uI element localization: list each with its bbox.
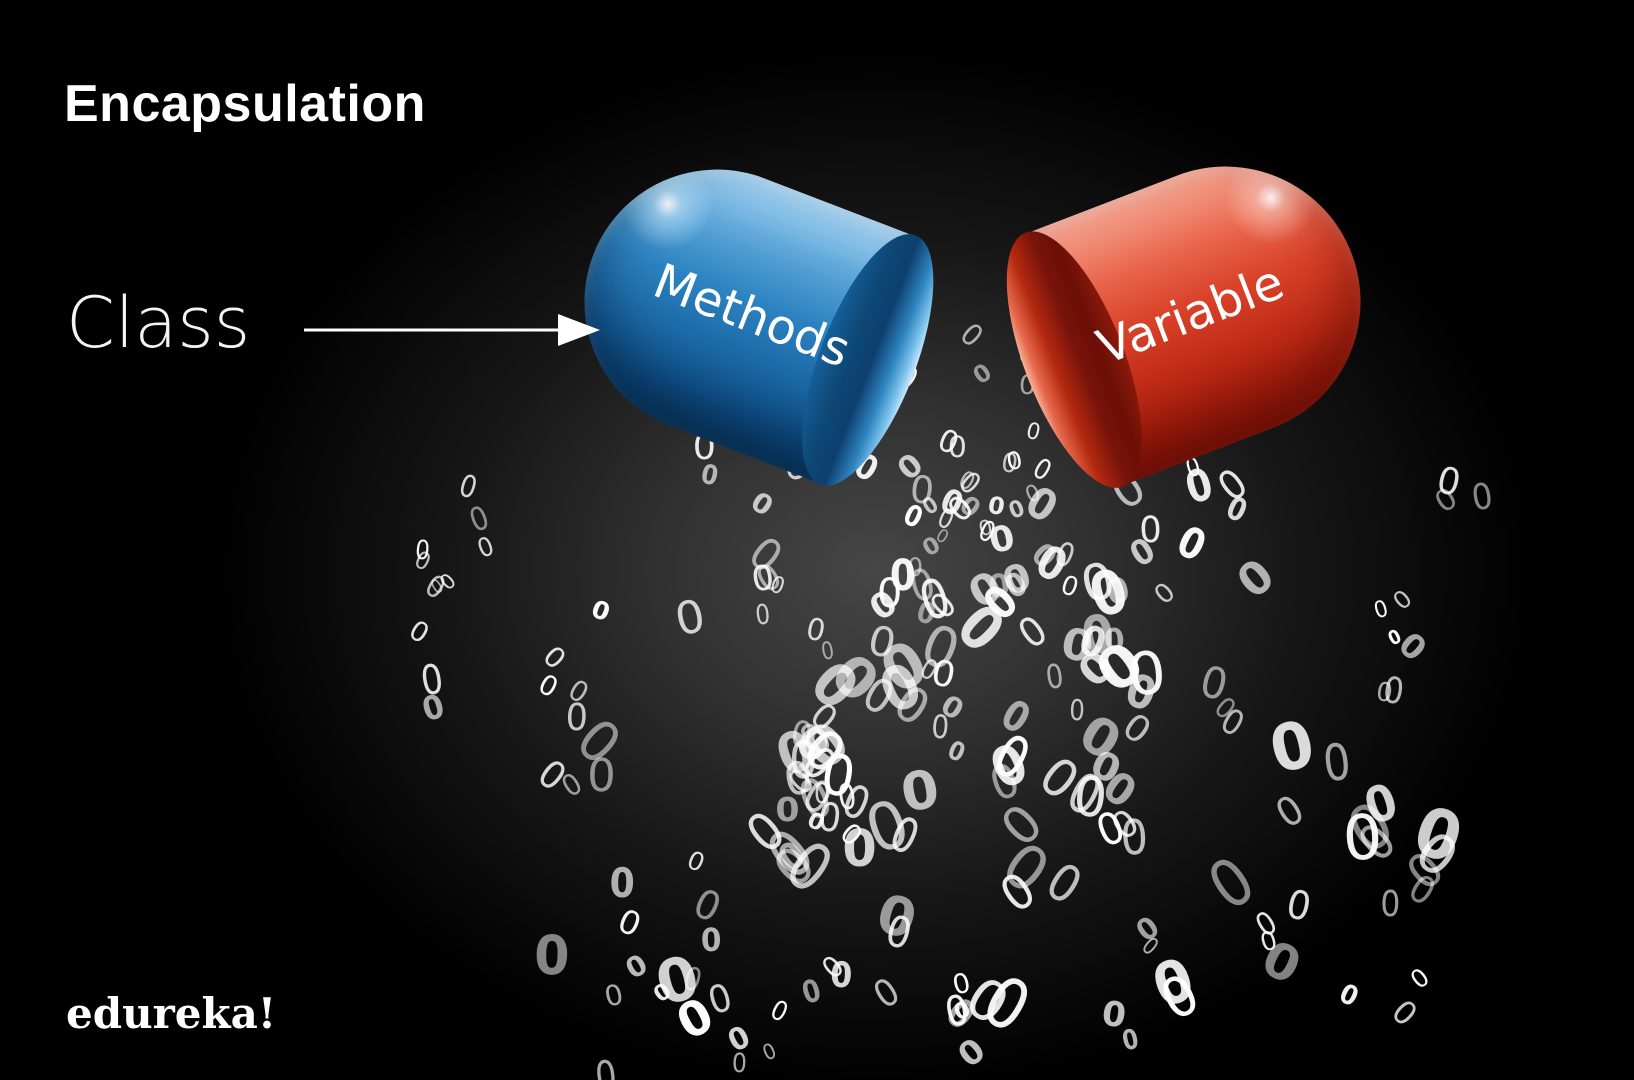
zero-digit: 0 <box>1056 570 1083 605</box>
zero-digit: 0 <box>985 490 1008 522</box>
zero-digit: 0 <box>536 639 573 677</box>
zero-digit: 0 <box>1468 475 1496 519</box>
zero-digit: 0 <box>1334 977 1364 1013</box>
zero-digit: 0 <box>951 465 988 503</box>
arrow-right-icon <box>304 314 601 346</box>
zero-digit: 0 <box>842 819 878 879</box>
zero-digit: 0 <box>1194 841 1269 926</box>
zero-digit: 0 <box>1267 786 1313 838</box>
zero-digit: 0 <box>749 558 777 601</box>
zero-digit: 0 <box>744 485 778 523</box>
zero-digit: 0 <box>1148 576 1183 612</box>
zero-digit: 0 <box>967 357 997 391</box>
zero-digit: 0 <box>753 596 772 632</box>
zero-digit: 0 <box>1168 516 1213 572</box>
zero-digit: 0 <box>600 977 626 1015</box>
zero-digit: 0 <box>608 858 635 908</box>
zero-digit: 0 <box>1404 961 1435 995</box>
zero-digit: 0 <box>1320 731 1355 794</box>
zero-digit: 0 <box>721 1019 756 1060</box>
zero-digit: 0 <box>413 534 432 567</box>
zero-digit: 0 <box>532 668 563 705</box>
zero-digit: 0 <box>876 570 903 617</box>
zero-digit: 0 <box>930 707 951 747</box>
zero-digit: 0 <box>587 749 617 803</box>
zero-digit: 0 <box>592 1050 620 1080</box>
zero-digit: 0 <box>619 947 653 986</box>
zero-digit: 0 <box>947 430 967 465</box>
class-label: Class <box>66 282 251 364</box>
zero-digit: 0 <box>587 593 615 628</box>
zero-digit: 0 <box>1119 1023 1142 1058</box>
zero-digit: 0 <box>473 531 499 565</box>
zero-digit: 0 <box>1227 548 1285 609</box>
zero-digit: 0 <box>1386 583 1418 616</box>
zero-digit: 0 <box>403 614 435 650</box>
zero-digit: 0 <box>1383 624 1405 651</box>
class-pointer-group: Class <box>66 288 602 358</box>
zero-digit: 0 <box>1282 880 1316 931</box>
zero-digit: 0 <box>865 968 908 1018</box>
zero-digit: 0 <box>612 901 647 946</box>
zero-digit: 0 <box>1370 595 1392 625</box>
zero-digit: 0 <box>1220 489 1253 530</box>
edureka-logo: edureka! <box>66 989 277 1038</box>
zero-digit: 0 <box>953 316 990 355</box>
zero-digit: 0 <box>759 1038 781 1067</box>
zero-digit: 0 <box>1004 445 1025 476</box>
zero-digit: 0 <box>700 921 722 960</box>
zero-digit: 0 <box>1150 961 1211 1034</box>
zero-digit: 0 <box>533 923 571 987</box>
zero-digit: 0 <box>985 517 1020 563</box>
zero-digit: 0 <box>818 635 837 666</box>
zero-digit: 0 <box>907 467 937 514</box>
zero-digit: 0 <box>1042 655 1066 697</box>
zero-digit: 0 <box>1384 992 1425 1034</box>
zero-digit: 0 <box>1068 693 1086 728</box>
zero-digit: 0 <box>1380 884 1401 926</box>
zero-digit: 0 <box>1023 417 1044 447</box>
page-title: Encapsulation <box>64 75 426 133</box>
zero-digit: 0 <box>896 757 945 825</box>
zero-digit: 0 <box>1373 676 1395 709</box>
zero-digit: 0 <box>669 588 710 647</box>
zero-digit: 0 <box>682 845 710 879</box>
zero-digit: 0 <box>1119 808 1150 867</box>
zero-digit: 0 <box>765 993 793 1029</box>
zero-digit: 0 <box>1340 800 1385 875</box>
zero-digit: 0 <box>813 776 831 810</box>
zero-digit: 0 <box>1009 606 1057 659</box>
zero-digit: 0 <box>798 972 826 1013</box>
zero-digit: 0 <box>1263 705 1322 789</box>
